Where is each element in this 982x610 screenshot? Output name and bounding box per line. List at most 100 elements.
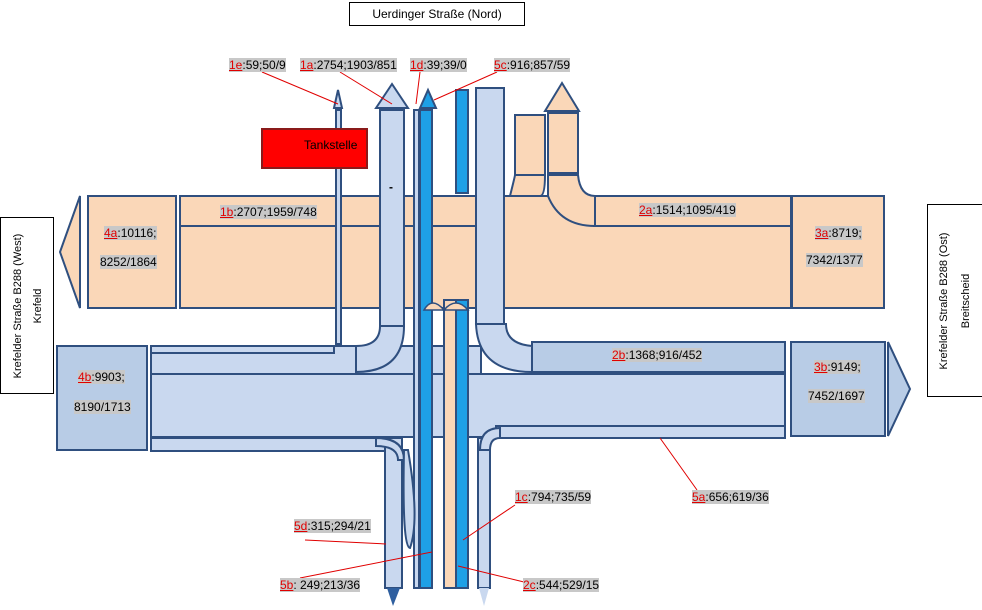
value-2a: :1514;1095/419: [652, 203, 736, 217]
east-road-box: Krefelder Straße B288 (Ost) Breitscheid: [927, 204, 982, 397]
peach-westbound-band: [58, 81, 885, 309]
lane-2c-south: [477, 437, 491, 589]
lane-center-peach-2: [443, 299, 457, 589]
lane-1e: [335, 109, 342, 345]
value-3a: :8719;: [828, 226, 862, 240]
code-2c: 2c: [523, 578, 536, 592]
code-1d: 1d: [410, 58, 424, 72]
label-3b: 3b:9149;: [814, 360, 861, 374]
label-5a: 5a:656;619/36: [692, 490, 769, 504]
arrow-north-out-2: [543, 81, 581, 112]
value-4a: :10116;: [117, 226, 157, 240]
arrow-north-1a: [374, 82, 410, 109]
lane-1e-connector: [150, 345, 335, 354]
code-5c: 5c: [494, 58, 507, 72]
label-4b-line2: 8190/1713: [74, 400, 131, 414]
value-5d: :315;294/21: [307, 519, 371, 533]
lane-5a-under: [495, 425, 786, 439]
label-2a: 2a:1514;1095/419: [639, 203, 736, 217]
arrow-north-1d: [418, 87, 438, 109]
label-1b: 1b:2707;1959/748: [220, 205, 317, 219]
value-4b: :9903;: [91, 370, 125, 384]
label-2b: 2b:1368;916/452: [612, 348, 703, 362]
label-4b: 4b:9903;: [78, 370, 125, 384]
lane-1d-thin: [413, 109, 420, 589]
arrow-west-out: [58, 195, 81, 309]
code-3b: 3b: [814, 360, 828, 374]
north-road-title-text: Uerdinger Straße (Nord): [372, 7, 502, 21]
curve-ne: [547, 174, 596, 228]
lane-5d-under: [150, 437, 396, 452]
value-3b: :9149;: [827, 360, 861, 374]
arrow-north-1e: [332, 89, 344, 109]
label-4a: 4a:10116;: [104, 226, 157, 240]
arrow-east-out: [887, 341, 912, 437]
arrow-south-5b: [387, 588, 400, 606]
curve-5a: [478, 426, 501, 451]
lane-5c-blue-top: [455, 89, 469, 194]
label-5d: 5d:315;294/21: [294, 519, 371, 533]
value-1d: :39;39/0: [423, 58, 467, 72]
lane-north-out: [547, 112, 579, 174]
value-1b: :2707;1959/748: [233, 205, 317, 219]
value-5c: :916;857/59: [506, 58, 571, 72]
code-1b: 1b: [220, 205, 234, 219]
lane-1d-blue: [419, 109, 433, 589]
lane-1a: [379, 109, 405, 327]
tankstelle-label: Tankstelle: [304, 138, 358, 152]
west-road-box: Krefelder Straße B288 (West) Krefeld: [0, 217, 54, 394]
code-2a: 2a: [639, 203, 653, 217]
north-road-title: Uerdinger Straße (Nord): [349, 2, 525, 26]
label-4a-line2: 8252/1864: [100, 255, 157, 269]
label-1c: 1c:794;735/59: [515, 490, 592, 504]
label-1a: 1a:2754;1903/851: [300, 58, 397, 72]
code-5d: 5d: [294, 519, 308, 533]
west-road-name: Krefelder Straße B288 (West): [12, 233, 24, 378]
value-2c: :544;529/15: [535, 578, 600, 592]
lane-5c: [475, 87, 505, 325]
code-1e: 1e: [229, 58, 243, 72]
value-1a: :2754;1903/851: [313, 58, 397, 72]
box-4b: [56, 345, 148, 451]
east-road-name: Krefelder Straße B288 (Ost): [937, 232, 950, 369]
code-5a: 5a: [692, 490, 706, 504]
code-4a: 4a: [104, 226, 118, 240]
box-3a: [791, 195, 885, 309]
east-city-name: Breitscheid: [959, 273, 972, 328]
code-4b: 4b: [78, 370, 92, 384]
label-5b: 5b: 249;213/36: [280, 578, 361, 592]
curve-5c-east: [474, 323, 533, 374]
code-2b: 2b: [612, 348, 626, 362]
label-3b-line2: 7452/1697: [808, 389, 865, 403]
label-3a: 3a:8719;: [815, 226, 862, 240]
curve-center-b: [442, 302, 470, 311]
code-3a: 3a: [815, 226, 829, 240]
box-4a: [87, 195, 177, 309]
north-south-lanes: [332, 82, 533, 606]
value-5b: : 249;213/36: [293, 578, 361, 592]
label-2c: 2c:544;529/15: [523, 578, 600, 592]
label-5c: 5c:916;857/59: [494, 58, 571, 72]
curve-5b: [375, 436, 406, 461]
value-2b: :1368;916/452: [625, 348, 703, 362]
lane-2c-blue: [455, 299, 469, 589]
code-1c: 1c: [515, 490, 528, 504]
tankstelle-box: Tankstelle: [261, 128, 368, 169]
lane-2a-north: [514, 114, 546, 176]
value-1c: :794;735/59: [527, 490, 592, 504]
lane-1a-marker: -: [389, 180, 393, 194]
curve-nw: [508, 174, 547, 197]
value-5a: :656;619/36: [705, 490, 769, 504]
arrow-south-2c: [479, 588, 489, 606]
label-1d: 1d:39;39/0: [410, 58, 467, 72]
label-1e: 1e:59;50/9: [229, 58, 286, 72]
label-3a-line2: 7342/1377: [806, 253, 863, 267]
value-1e: :59;50/9: [242, 58, 286, 72]
curve-1a-west: [355, 325, 406, 374]
label-leader-lines: [261, 71, 698, 583]
curve-5d: [402, 449, 416, 550]
code-1a: 1a: [300, 58, 314, 72]
code-5b: 5b: [280, 578, 294, 592]
west-city-name: Krefeld: [32, 288, 44, 323]
